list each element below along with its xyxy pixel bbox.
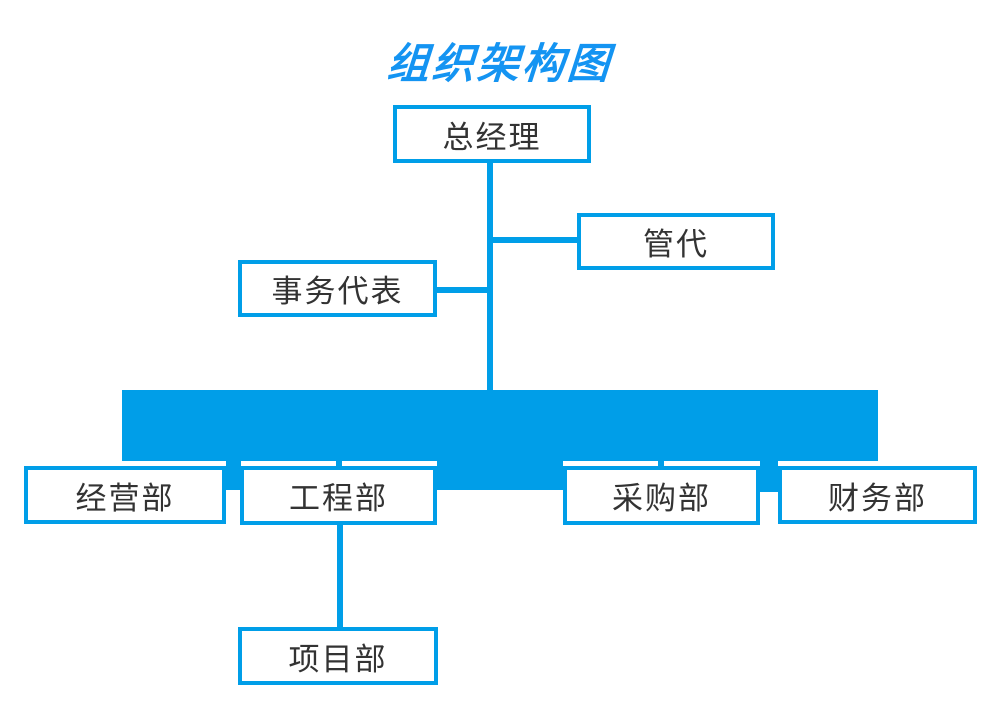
node-dept-business: 经营部: [24, 466, 226, 524]
node-affairs-rep: 事务代表: [238, 260, 437, 317]
node-dept-engineering: 工程部: [240, 466, 437, 525]
connector-procurement-tick: [658, 456, 664, 470]
connector-management-rep-line: [490, 237, 580, 243]
connector-affairs-rep-line: [435, 287, 490, 293]
node-management-rep: 管代: [577, 213, 775, 270]
connector-bar-notch-left: [226, 458, 241, 490]
node-label: 项目部: [288, 641, 388, 677]
page-title: 组织架构图: [385, 40, 614, 87]
node-label: 管代: [643, 227, 709, 262]
node-label: 采购部: [612, 481, 711, 516]
connector-engineering-tick: [336, 456, 342, 470]
connector-bar-notch-right: [760, 458, 778, 492]
node-dept-finance: 财务部: [778, 466, 977, 524]
node-dept-procurement: 采购部: [563, 466, 760, 525]
node-label: 总经理: [442, 119, 542, 155]
connector-bar: [122, 390, 878, 461]
connector-bar-notch-center: [437, 458, 563, 490]
node-label: 财务部: [828, 480, 927, 516]
node-label: 事务代表: [271, 274, 404, 309]
connector-project-line: [337, 523, 343, 629]
node-dept-project: 项目部: [238, 627, 438, 685]
node-label: 工程部: [289, 481, 388, 516]
node-label: 经营部: [75, 480, 175, 516]
node-general-manager: 总经理: [393, 105, 591, 163]
connector-trunk-line: [487, 160, 493, 392]
